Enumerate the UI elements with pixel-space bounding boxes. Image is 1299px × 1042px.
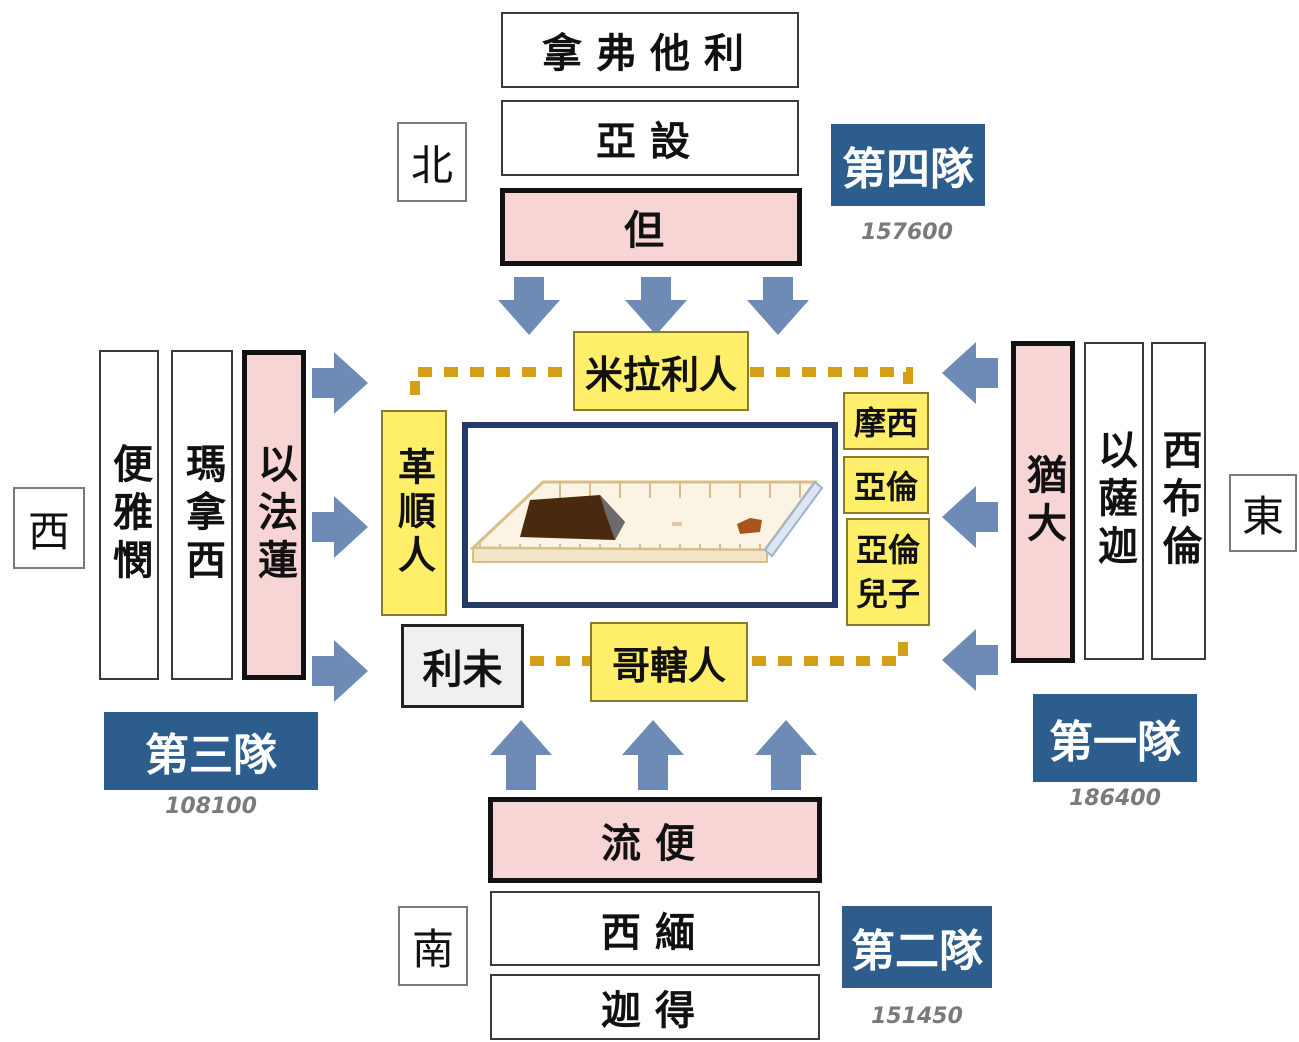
arrow-up-icon — [622, 720, 684, 790]
east-tribe-2: 以薩迦 — [1084, 342, 1144, 660]
arrow-left-icon — [942, 486, 998, 548]
levite-dotted-ring — [410, 367, 913, 666]
aaron-sons-label: 亞倫兒子 — [846, 518, 930, 626]
south-direction-label: 南 — [398, 906, 468, 986]
west-team-label: 第三隊 — [104, 712, 318, 790]
west-tribe-1: 便雅憫 — [99, 350, 159, 680]
moses-label: 摩西 — [843, 392, 929, 450]
north-direction-label: 北 — [397, 122, 467, 202]
arrow-down-icon — [747, 277, 809, 335]
arrow-up-icon — [755, 720, 817, 790]
south-tribe-2: 西緬 — [490, 891, 820, 966]
north-tribe-1: 拿弗他利 — [501, 12, 799, 88]
east-arrows — [942, 342, 998, 691]
east-count: 186400 — [1069, 786, 1161, 811]
arrow-down-icon — [498, 277, 560, 335]
west-tribe-2: 瑪拿西 — [171, 350, 233, 680]
arrow-left-icon — [942, 342, 998, 404]
east-tribe-leader: 猶大 — [1011, 341, 1075, 663]
east-tribe-3: 西布倫 — [1151, 342, 1206, 660]
north-tribe-leader: 但 — [500, 188, 802, 266]
arrow-down-icon — [625, 277, 687, 335]
arrow-right-icon — [312, 640, 368, 702]
south-arrows — [490, 720, 817, 790]
south-tribe-3: 迦得 — [490, 974, 820, 1040]
north-team-label: 第四隊 — [831, 124, 985, 206]
merarite-label: 米拉利人 — [573, 331, 749, 411]
tabernacle-icon — [469, 480, 824, 563]
arrow-right-icon — [312, 496, 368, 558]
west-direction-label: 西 — [13, 487, 85, 569]
arrow-left-icon — [942, 629, 998, 691]
north-count: 157600 — [861, 220, 953, 245]
south-team-label: 第二隊 — [842, 906, 992, 988]
north-arrows — [498, 277, 809, 335]
south-tribe-leader: 流便 — [488, 797, 822, 883]
gershonite-label: 革順人 — [381, 410, 447, 616]
arrow-up-icon — [490, 720, 552, 790]
south-count: 151450 — [871, 1004, 963, 1029]
east-direction-label: 東 — [1229, 474, 1297, 552]
west-tribe-leader: 以法蓮 — [242, 350, 306, 680]
east-team-label: 第一隊 — [1033, 694, 1197, 782]
kohathite-label: 哥轄人 — [590, 622, 748, 702]
west-arrows — [312, 352, 368, 702]
arrow-right-icon — [312, 352, 368, 414]
north-tribe-2: 亞設 — [501, 100, 799, 176]
aaron-label: 亞倫 — [843, 456, 929, 514]
west-count: 108100 — [165, 794, 257, 819]
levi-label: 利未 — [401, 624, 524, 708]
